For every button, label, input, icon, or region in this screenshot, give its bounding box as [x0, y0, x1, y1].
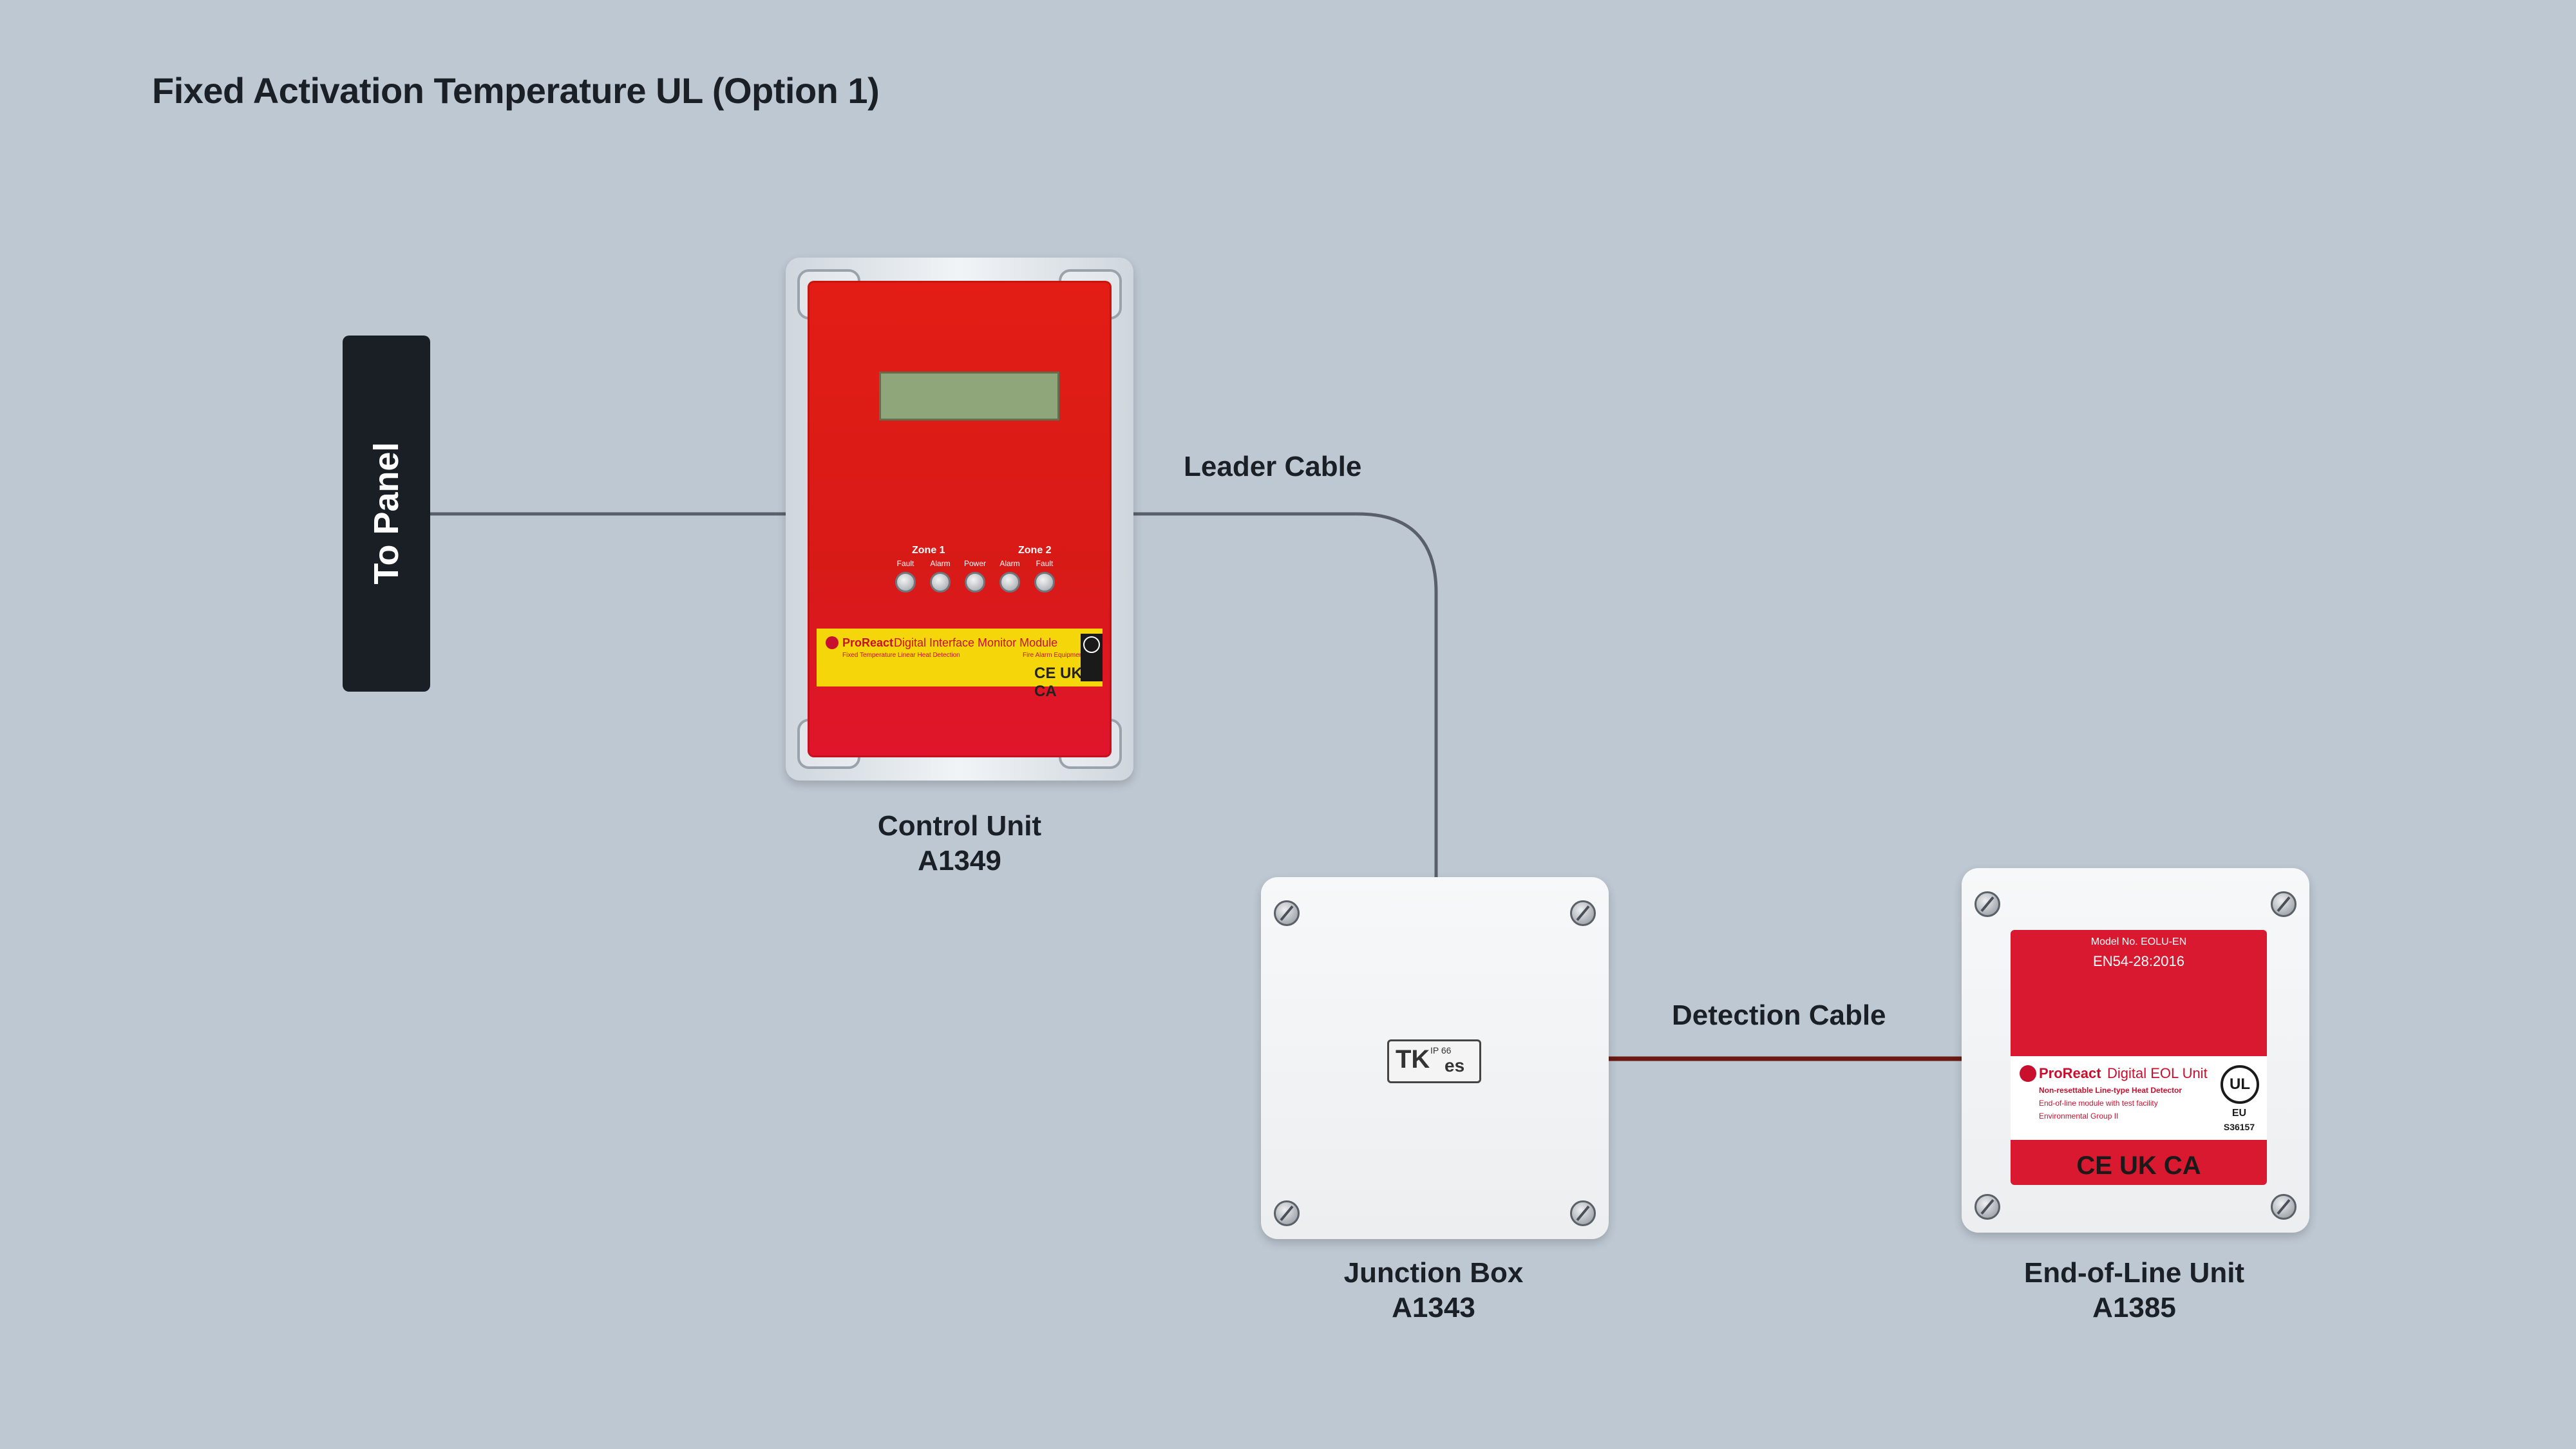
- diagram-title: Fixed Activation Temperature UL (Option …: [152, 70, 880, 111]
- eol-line-1: Non-resettable Line-type Heat Detector: [2039, 1086, 2183, 1095]
- eol-line-2: End-of-line module with test facility: [2039, 1099, 2158, 1108]
- led-label: Fault: [896, 559, 914, 568]
- junction-box-logo: TK IP 66 es: [1387, 1039, 1481, 1083]
- power-led: [965, 572, 985, 592]
- eol-info-panel: ProReact Digital EOL Unit Non-resettable…: [2011, 1056, 2267, 1140]
- detection-cable-label: Detection Cable: [1672, 999, 1886, 1031]
- eol-model-number: Model No. EOLU-EN: [2090, 936, 2187, 947]
- end-of-line-unit: Model No. EOLU-EN EN54-28:2016 ProReact …: [1962, 868, 2309, 1233]
- screw-icon: [2271, 1194, 2297, 1220]
- leader-cable: [1133, 512, 1438, 878]
- screw-icon: [1975, 891, 2000, 917]
- eol-brand: ProReact: [2039, 1065, 2101, 1081]
- flame-icon: [826, 636, 838, 649]
- to-panel-label: To Panel: [367, 442, 406, 585]
- control-unit-caption: Control Unit A1349: [878, 809, 1041, 878]
- logo-brand: es: [1444, 1056, 1465, 1075]
- eol-eu-mark: EU: [2231, 1108, 2247, 1119]
- eol-product-label: Model No. EOLU-EN EN54-28:2016 ProReact …: [2011, 930, 2267, 1185]
- to-panel-block: To Panel: [343, 336, 430, 692]
- eol-ul-code: S36157: [2223, 1122, 2255, 1132]
- screw-icon: [2271, 891, 2297, 917]
- control-unit-face: Zone 1 Zone 2 Fault Alarm Power Alarm Fa…: [808, 281, 1112, 757]
- ul-listing-icon: UL: [2221, 1065, 2259, 1104]
- screw-icon: [1570, 900, 1596, 926]
- control-unit-name: Control Unit: [877, 810, 1042, 842]
- eol-standard: EN54-28:2016: [2093, 953, 2184, 969]
- screw-icon: [1975, 1194, 2000, 1220]
- eol-unit-caption: End-of-Line Unit A1385: [2024, 1256, 2244, 1325]
- alarm-led: [930, 572, 951, 592]
- alarm-led: [999, 572, 1020, 592]
- led-label: Alarm: [999, 559, 1020, 568]
- junction-box-code: A1343: [1392, 1292, 1475, 1323]
- eol-unit-code: A1385: [2092, 1292, 2176, 1323]
- strip-brand: ProReact: [842, 636, 894, 649]
- control-unit-code: A1349: [918, 845, 1001, 876]
- ul-listing-icon: [1081, 634, 1103, 681]
- led-label: Fault: [1036, 559, 1054, 568]
- led-label: Alarm: [930, 559, 951, 568]
- fault-led: [1034, 572, 1055, 592]
- logo-mark: TK: [1396, 1045, 1430, 1074]
- strip-subtitle: Fixed Temperature Linear Heat Detection: [842, 652, 960, 659]
- screw-icon: [1274, 1200, 1300, 1226]
- logo-rating: IP 66: [1430, 1045, 1452, 1056]
- strip-product: Digital Interface Monitor Module: [894, 636, 1058, 649]
- product-label-strip: ProReact Digital Interface Monitor Modul…: [817, 629, 1103, 700]
- zone-1-label: Zone 1: [912, 545, 945, 556]
- junction-box-caption: Junction Box A1343: [1344, 1256, 1524, 1325]
- lcd-display: [879, 372, 1059, 421]
- flame-icon: [2020, 1065, 2036, 1082]
- led-label: Power: [963, 559, 986, 568]
- eol-unit-name: End-of-Line Unit: [2023, 1257, 2245, 1289]
- junction-box-name: Junction Box: [1343, 1257, 1524, 1289]
- eol-product: Digital EOL Unit: [2107, 1065, 2208, 1081]
- conformity-marks: CE UK CA: [2076, 1151, 2201, 1180]
- screw-icon: [1274, 900, 1300, 926]
- fault-led: [895, 572, 916, 592]
- zone-2-label: Zone 2: [1018, 545, 1052, 556]
- eol-line-3: Environmental Group II: [2039, 1112, 2119, 1121]
- strip-subtitle-2: Fire Alarm Equipment: [1023, 652, 1085, 659]
- screw-icon: [1570, 1200, 1596, 1226]
- conformity-marks: CE UK CA: [1034, 665, 1083, 700]
- control-unit: Zone 1 Zone 2 Fault Alarm Power Alarm Fa…: [786, 258, 1133, 781]
- leader-cable-label: Leader Cable: [1184, 451, 1362, 482]
- junction-box: TK IP 66 es: [1261, 877, 1609, 1239]
